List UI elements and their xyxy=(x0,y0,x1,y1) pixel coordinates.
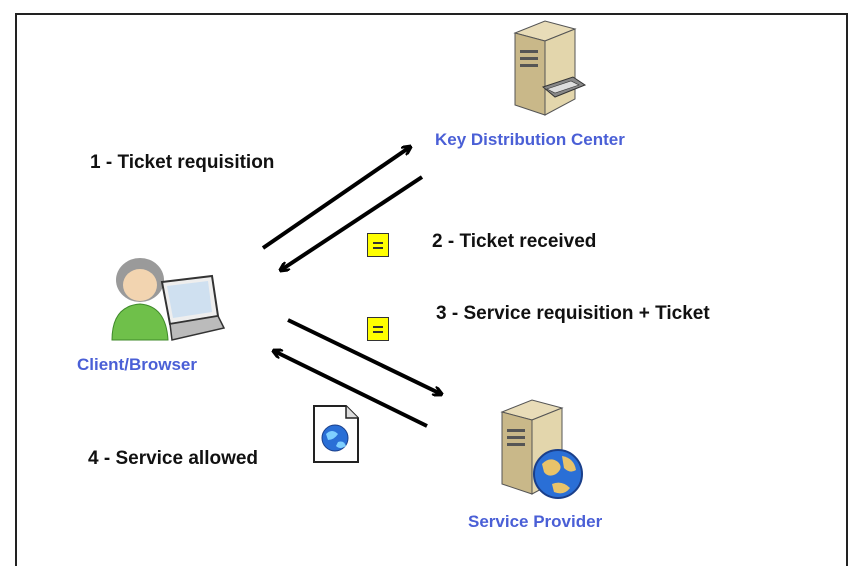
client-user-laptop-icon xyxy=(111,258,226,341)
arrow-ticket-requisition xyxy=(261,147,410,250)
arrow-service-requisition xyxy=(287,318,441,394)
arrow-ticket-received xyxy=(281,175,424,270)
document-globe-icon xyxy=(313,405,359,463)
client-label: Client/Browser xyxy=(77,355,197,374)
step4-label: 4 - Service allowed xyxy=(88,448,259,469)
ticket-icon xyxy=(367,233,389,257)
kdc-server-icon xyxy=(513,20,587,116)
arrow-service-allowed xyxy=(274,351,428,428)
ticket-icon-2 xyxy=(367,317,389,341)
provider-label: Service Provider xyxy=(468,512,603,531)
kdc-label: Key Distribution Center xyxy=(435,130,625,149)
provider-server-globe-icon xyxy=(500,399,583,499)
step2-label: 2 - Ticket received xyxy=(432,231,597,252)
step1-label: 1 - Ticket requisition xyxy=(90,152,275,173)
step3-label: 3 - Service requisition + Ticket xyxy=(436,303,710,324)
